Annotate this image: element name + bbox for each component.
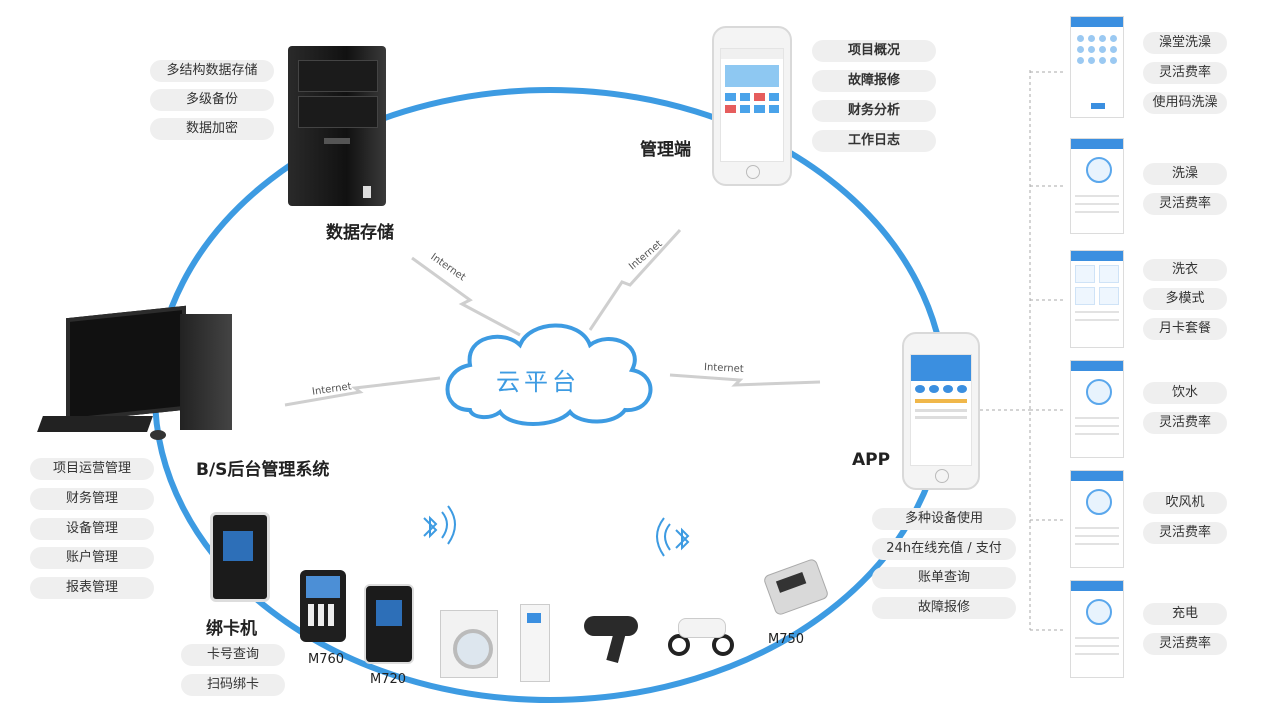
- service-feature-pill: 灵活费率: [1143, 633, 1227, 655]
- service-feature-pill: 使用码洗澡: [1143, 92, 1227, 114]
- internet-link-bs: [284, 376, 441, 407]
- admin-feature-pill: 工作日志: [812, 130, 936, 152]
- app-screen-shower-room: [1070, 16, 1124, 118]
- bs-feature-pill: 项目运营管理: [30, 458, 154, 480]
- card-binder-feature-pill: 卡号查询: [181, 644, 285, 666]
- app-screen-charging: [1070, 580, 1124, 678]
- app-feature-pill: 24h在线充值 / 支付: [872, 538, 1016, 560]
- app-screen-shower: [1070, 138, 1124, 234]
- service-feature-pill: 澡堂洗澡: [1143, 32, 1227, 54]
- card-binder-feature-pill: 扫码绑卡: [181, 674, 285, 696]
- bluetooth-icon: [423, 505, 456, 545]
- admin-feature-pill: 故障报修: [812, 70, 936, 92]
- service-feature-pill: 灵活费率: [1143, 62, 1227, 84]
- cloud-platform-label: 云平台: [496, 368, 580, 396]
- electric-scooter-image: [668, 594, 734, 660]
- admin-feature-pill: 项目概况: [812, 40, 936, 62]
- washing-machine-image: [440, 610, 498, 678]
- admin-feature-pill: 财务分析: [812, 100, 936, 122]
- card-binder-title: 绑卡机: [206, 619, 257, 639]
- service-feature-pill: 洗衣: [1143, 259, 1227, 281]
- app-feature-pill: 账单查询: [872, 567, 1016, 589]
- app-screen-drinking-water: [1070, 360, 1124, 458]
- internet-label: Internet: [703, 361, 744, 376]
- app-phone-image: [902, 332, 980, 490]
- data-storage-title: 数据存储: [326, 223, 394, 243]
- m750-label: M750: [768, 632, 805, 647]
- app-screen-laundry: [1070, 250, 1124, 348]
- service-feature-pill: 灵活费率: [1143, 412, 1227, 434]
- service-feature-pill: 洗澡: [1143, 163, 1227, 185]
- m720-label: M720: [370, 672, 407, 687]
- app-feature-pill: 故障报修: [872, 597, 1016, 619]
- internet-link-storage: [411, 256, 521, 337]
- m720-device-image: [364, 584, 414, 664]
- water-dispenser-image: [520, 604, 550, 682]
- bs-feature-pill: 设备管理: [30, 518, 154, 540]
- bs-feature-pill: 财务管理: [30, 488, 154, 510]
- storage-feature-pill: 多结构数据存储: [150, 60, 274, 82]
- storage-feature-pill: 数据加密: [150, 118, 274, 140]
- storage-feature-pill: 多级备份: [150, 89, 274, 111]
- m760-device-image: [300, 570, 346, 642]
- bluetooth-icon: [656, 517, 690, 557]
- service-feature-pill: 吹风机: [1143, 492, 1227, 514]
- app-screen-hair-dryer: [1070, 470, 1124, 568]
- cloud-shape: [445, 323, 653, 426]
- bs-feature-pill: 账户管理: [30, 547, 154, 569]
- app-title: APP: [852, 450, 891, 470]
- admin-title: 管理端: [640, 140, 691, 160]
- admin-phone-image: [712, 26, 792, 186]
- service-feature-pill: 灵活费率: [1143, 193, 1227, 215]
- server-tower-image: [288, 46, 386, 206]
- service-feature-pill: 充电: [1143, 603, 1227, 625]
- internet-link-admin: [588, 228, 682, 331]
- hair-dryer-image: [584, 612, 640, 664]
- service-feature-pill: 月卡套餐: [1143, 318, 1227, 340]
- desktop-computer-image: [37, 300, 240, 450]
- service-feature-pill: 饮水: [1143, 382, 1227, 404]
- bs-system-title: B/S后台管理系统: [196, 460, 330, 480]
- service-feature-pill: 多模式: [1143, 288, 1227, 310]
- bs-feature-pill: 报表管理: [30, 577, 154, 599]
- m760-label: M760: [308, 652, 345, 667]
- app-feature-pill: 多种设备使用: [872, 508, 1016, 530]
- internet-link-app: [669, 373, 821, 387]
- card-binder-device-image: [210, 512, 270, 602]
- service-feature-pill: 灵活费率: [1143, 522, 1227, 544]
